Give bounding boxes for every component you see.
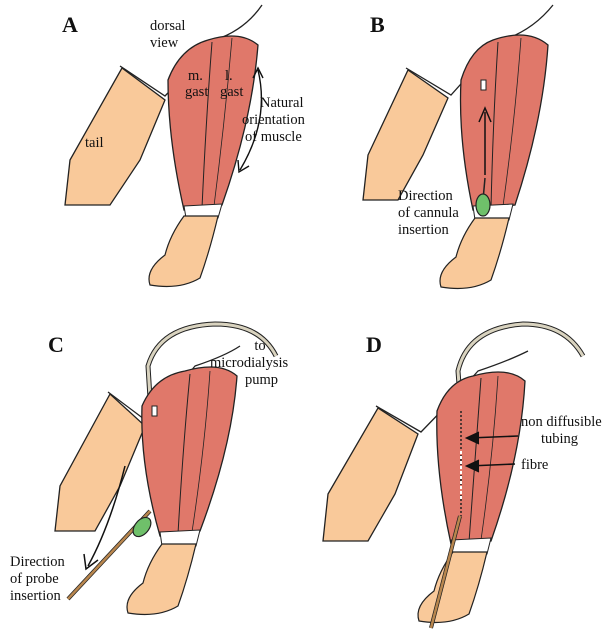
orientation-label: orientation — [242, 112, 305, 128]
panel-label: B — [370, 12, 385, 38]
cannula-exit-marker — [481, 80, 486, 90]
insertion-label: insertion — [10, 588, 61, 604]
panel-label: C — [48, 332, 64, 358]
foot — [149, 216, 218, 286]
insertion-label: insertion — [398, 222, 449, 238]
panel-c: C to microdialysis pump Direction of pro… — [0, 316, 302, 631]
tail-shape — [363, 70, 448, 200]
tail-label: tail — [85, 135, 104, 151]
cannula-exit-marker — [152, 406, 157, 416]
natural-label: Natural — [260, 95, 303, 111]
gastrocnemius-muscle — [437, 372, 525, 544]
of-muscle-label: of muscle — [245, 129, 302, 145]
panel-d: D non diffusible tubing fibre — [303, 316, 605, 631]
m-label: m. — [188, 68, 203, 84]
l-label: l. — [225, 68, 233, 84]
tail-shape — [323, 408, 418, 541]
panel-label: A — [62, 12, 78, 38]
panel-d-drawing — [303, 316, 605, 631]
to-label: to — [245, 338, 275, 354]
tail-shape — [65, 68, 165, 205]
panel-label: D — [366, 332, 382, 358]
foot — [127, 544, 196, 614]
view-label: view — [150, 35, 178, 51]
fibre-label: fibre — [521, 457, 548, 473]
of-probe-label: of probe — [10, 571, 59, 587]
direction-label: Direction — [10, 554, 65, 570]
of-cannula-label: of cannula — [398, 205, 459, 221]
foot — [418, 552, 487, 622]
l-gast-label: gast — [220, 84, 243, 100]
gastrocnemius-muscle — [461, 35, 549, 210]
dorsal-label: dorsal — [150, 18, 185, 34]
direction-label: Direction — [398, 188, 453, 204]
tail-shape — [55, 394, 145, 531]
m-gast-label: gast — [185, 84, 208, 100]
foot — [440, 218, 509, 288]
panel-b: B Direction of cannula insertion — [303, 0, 605, 315]
microdialysis-label: microdialysis — [210, 355, 288, 371]
non-diffusible-label: non diffusible — [521, 414, 602, 430]
cannula-hub — [130, 514, 155, 540]
natural-orientation-arrowhead-bottom — [238, 160, 249, 172]
tubing-label: tubing — [541, 431, 578, 447]
gastrocnemius-muscle — [142, 367, 237, 536]
panel-a: A dorsal view m. gast l. gast Natural or… — [0, 0, 302, 315]
cannula-hub — [476, 194, 490, 216]
pump-label: pump — [245, 372, 278, 388]
panel-b-drawing — [303, 0, 605, 315]
